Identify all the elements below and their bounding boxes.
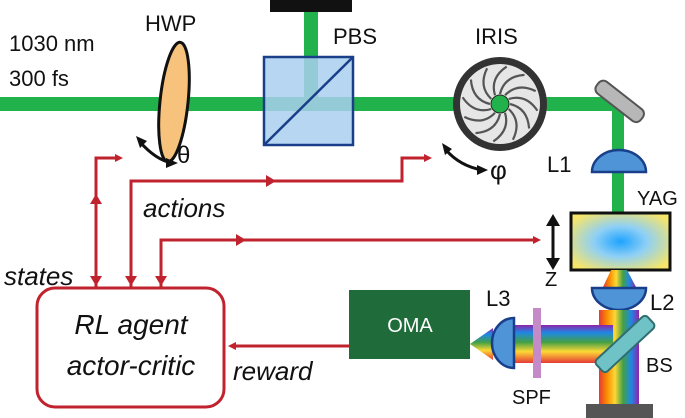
yag-down-arrow bbox=[155, 276, 167, 286]
states-down-arrow bbox=[90, 276, 102, 286]
states-mid-arrow bbox=[90, 194, 102, 204]
yag-mid-arrow bbox=[236, 234, 246, 246]
pulse-duration-label: 300 fs bbox=[9, 66, 69, 91]
z-arrowhead-down bbox=[546, 258, 560, 270]
theta-symbol: θ bbox=[177, 142, 190, 169]
actions-label: actions bbox=[143, 193, 225, 223]
pbs-label: PBS bbox=[333, 24, 377, 49]
iris-blade bbox=[508, 96, 539, 112]
states-label: states bbox=[4, 261, 73, 291]
bs-label: BS bbox=[646, 355, 673, 377]
z-arrowhead-up bbox=[546, 214, 560, 226]
iris-blade bbox=[461, 96, 492, 112]
phi-rotation-arrow bbox=[444, 148, 483, 172]
l1-label: L1 bbox=[547, 152, 571, 177]
iris-blade bbox=[463, 111, 496, 122]
oma-label: OMA bbox=[387, 315, 433, 337]
rl-agent-title: RL agent bbox=[74, 309, 188, 340]
short-pass-filter bbox=[533, 308, 541, 378]
actions-down-arrow bbox=[125, 276, 137, 286]
bottom-beam-block bbox=[586, 404, 653, 418]
yag-control-line bbox=[159, 236, 541, 288]
phi-symbol: φ bbox=[490, 155, 507, 185]
states-line bbox=[94, 154, 123, 288]
wavelength-label: 1030 nm bbox=[9, 31, 95, 56]
reward-label: reward bbox=[233, 356, 314, 386]
l3-label: L3 bbox=[486, 286, 510, 311]
iris-label: IRIS bbox=[475, 24, 518, 49]
iris-blade bbox=[492, 112, 508, 143]
rl-agent-subtitle: actor-critic bbox=[67, 350, 196, 381]
phi-arrowhead-a bbox=[442, 143, 452, 155]
iris-diaphragm[interactable] bbox=[453, 57, 547, 151]
oma-box[interactable] bbox=[349, 290, 470, 359]
phi-arrowhead-b bbox=[477, 165, 488, 175]
iris-blade bbox=[482, 67, 493, 100]
focused-cone bbox=[470, 328, 493, 360]
l2-label: L2 bbox=[650, 290, 674, 315]
iris-blade bbox=[509, 102, 531, 129]
iris-blade bbox=[475, 113, 502, 135]
beam-splitter bbox=[594, 314, 656, 374]
iris-blade bbox=[504, 86, 537, 97]
lens-l1[interactable] bbox=[590, 148, 648, 174]
signal-lines bbox=[94, 154, 541, 350]
supercontinuum-cone bbox=[603, 270, 636, 287]
spf-label: SPF bbox=[512, 387, 551, 409]
lens-l2[interactable] bbox=[590, 286, 648, 312]
z-symbol: Z bbox=[545, 269, 557, 291]
pbs-cube[interactable] bbox=[262, 55, 355, 147]
yag-crystal[interactable] bbox=[569, 211, 672, 272]
steering-mirror bbox=[594, 79, 645, 124]
lens-l3[interactable] bbox=[490, 316, 516, 370]
actions-line bbox=[129, 154, 432, 288]
supercontinuum-beam-horizontal bbox=[514, 325, 613, 363]
iris-blade bbox=[469, 79, 491, 106]
iris-blade bbox=[498, 73, 525, 95]
iris-blade bbox=[507, 108, 518, 141]
iris-blade bbox=[492, 65, 508, 96]
rl-agent-box[interactable] bbox=[35, 286, 226, 409]
hwp-label: HWP bbox=[145, 11, 196, 36]
beam-dump bbox=[270, 0, 352, 12]
actions-mid-arrow bbox=[266, 175, 276, 187]
theta-arrowhead-a bbox=[136, 136, 147, 148]
yag-label: YAG bbox=[637, 188, 678, 210]
theta-arrowhead-b bbox=[166, 158, 178, 168]
